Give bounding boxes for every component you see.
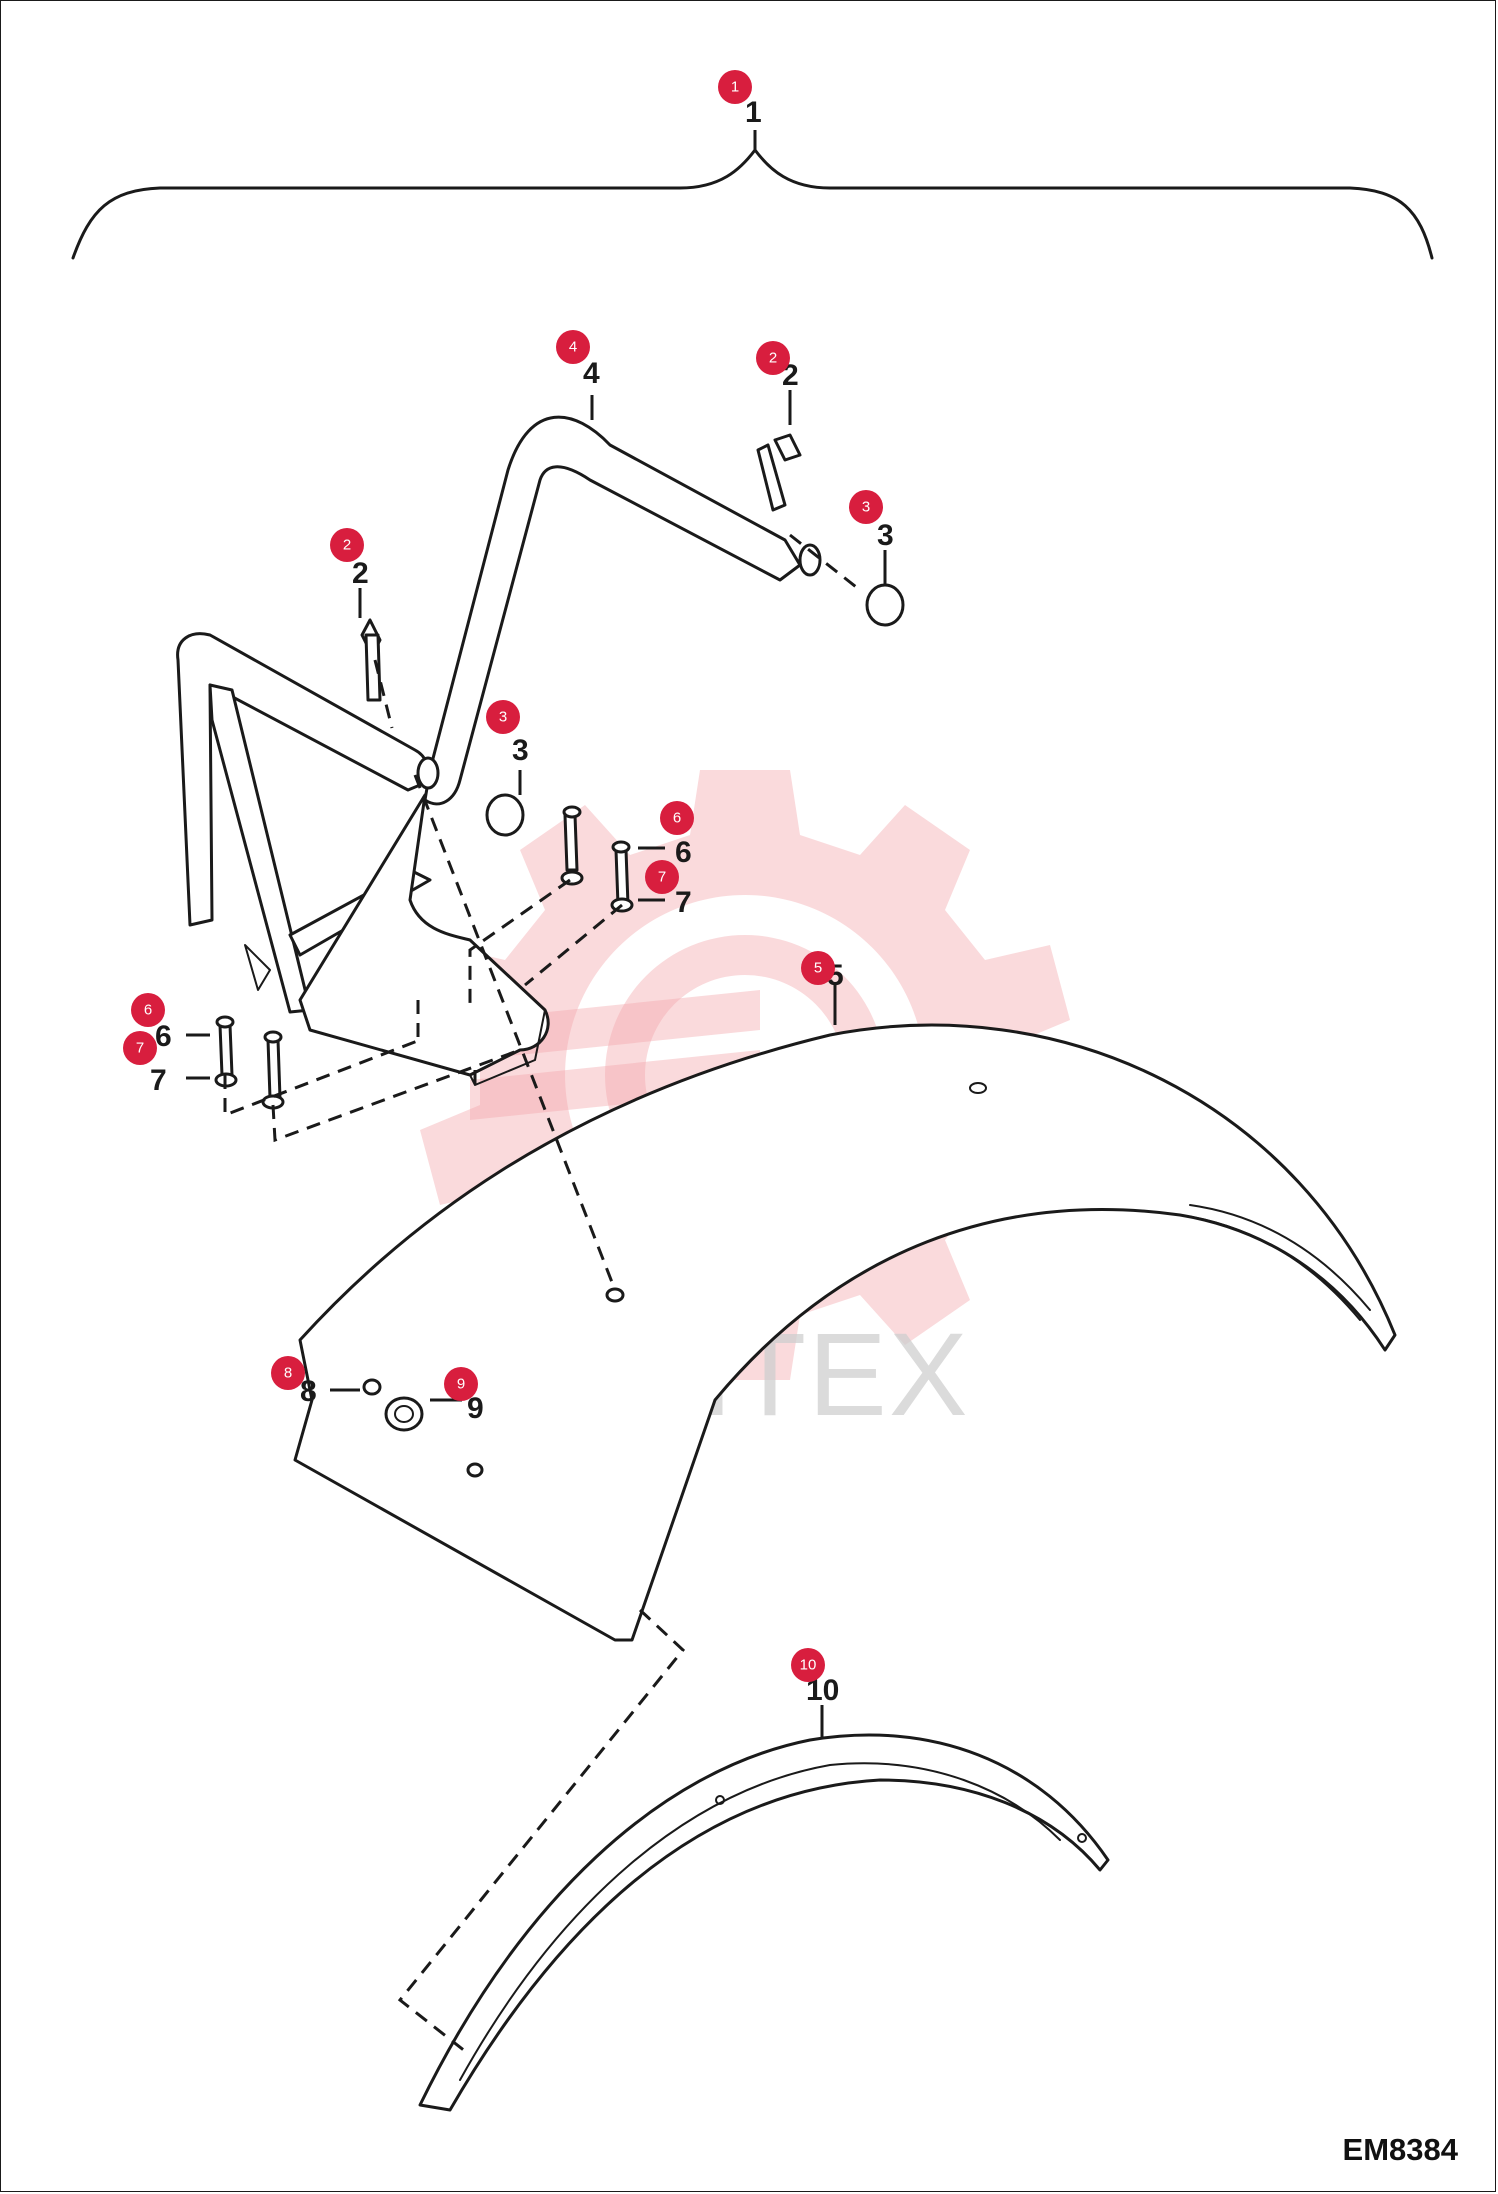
callout-badge-3: 3 xyxy=(849,490,883,524)
leader-lines xyxy=(186,390,887,1738)
item-number-6: 6 xyxy=(675,836,692,869)
fasteners xyxy=(214,433,905,1478)
fender xyxy=(293,1023,1397,1642)
callout-badge-9: 9 xyxy=(444,1367,478,1401)
svg-text:8: 8 xyxy=(284,1365,292,1382)
handle-tube xyxy=(176,415,822,1086)
callout-badge-10: 10 xyxy=(791,1648,825,1682)
svg-text:3: 3 xyxy=(499,709,507,726)
callout-badge-3: 3 xyxy=(486,700,520,734)
svg-text:10: 10 xyxy=(800,1657,817,1674)
item-number-2: 2 xyxy=(352,557,369,590)
svg-text:7: 7 xyxy=(136,1040,144,1057)
callout-badge-7: 7 xyxy=(645,860,679,894)
svg-text:5: 5 xyxy=(814,960,822,977)
item-number-1: 1 xyxy=(745,96,762,129)
assembly-brace xyxy=(71,148,1434,260)
svg-text:7: 7 xyxy=(658,869,666,886)
item-number-8: 8 xyxy=(300,1375,317,1408)
item-number-4: 4 xyxy=(583,357,600,390)
assembly-lines xyxy=(223,533,861,2057)
svg-text:3: 3 xyxy=(862,499,870,516)
svg-text:6: 6 xyxy=(144,1002,152,1019)
item-number-7: 7 xyxy=(150,1064,167,1097)
svg-text:6: 6 xyxy=(673,810,681,827)
fender-strip xyxy=(418,1733,1110,2112)
item-number-7: 7 xyxy=(675,886,692,919)
svg-text:1: 1 xyxy=(731,79,739,96)
callout-badge-5: 5 xyxy=(801,951,835,985)
item-number-6: 6 xyxy=(155,1020,172,1053)
item-number-3: 3 xyxy=(877,519,894,552)
svg-text:4: 4 xyxy=(569,339,577,356)
callout-badge-8: 8 xyxy=(271,1356,305,1390)
svg-text:2: 2 xyxy=(343,537,351,554)
callout-badge-2: 2 xyxy=(330,528,364,562)
callout-badge-7: 7 xyxy=(123,1031,157,1065)
callout-badge-2: 2 xyxy=(756,341,790,375)
item-number-3: 3 xyxy=(512,734,529,767)
drawing-code: EM8384 xyxy=(1342,2132,1458,2167)
item-number-9: 9 xyxy=(467,1392,484,1425)
svg-text:2: 2 xyxy=(769,350,777,367)
callout-badge-1: 1 xyxy=(718,70,752,104)
callout-badge-4: 4 xyxy=(556,330,590,364)
callout-badge-6: 6 xyxy=(660,801,694,835)
callout-badge-6: 6 xyxy=(131,993,165,1027)
svg-text:9: 9 xyxy=(457,1376,465,1393)
